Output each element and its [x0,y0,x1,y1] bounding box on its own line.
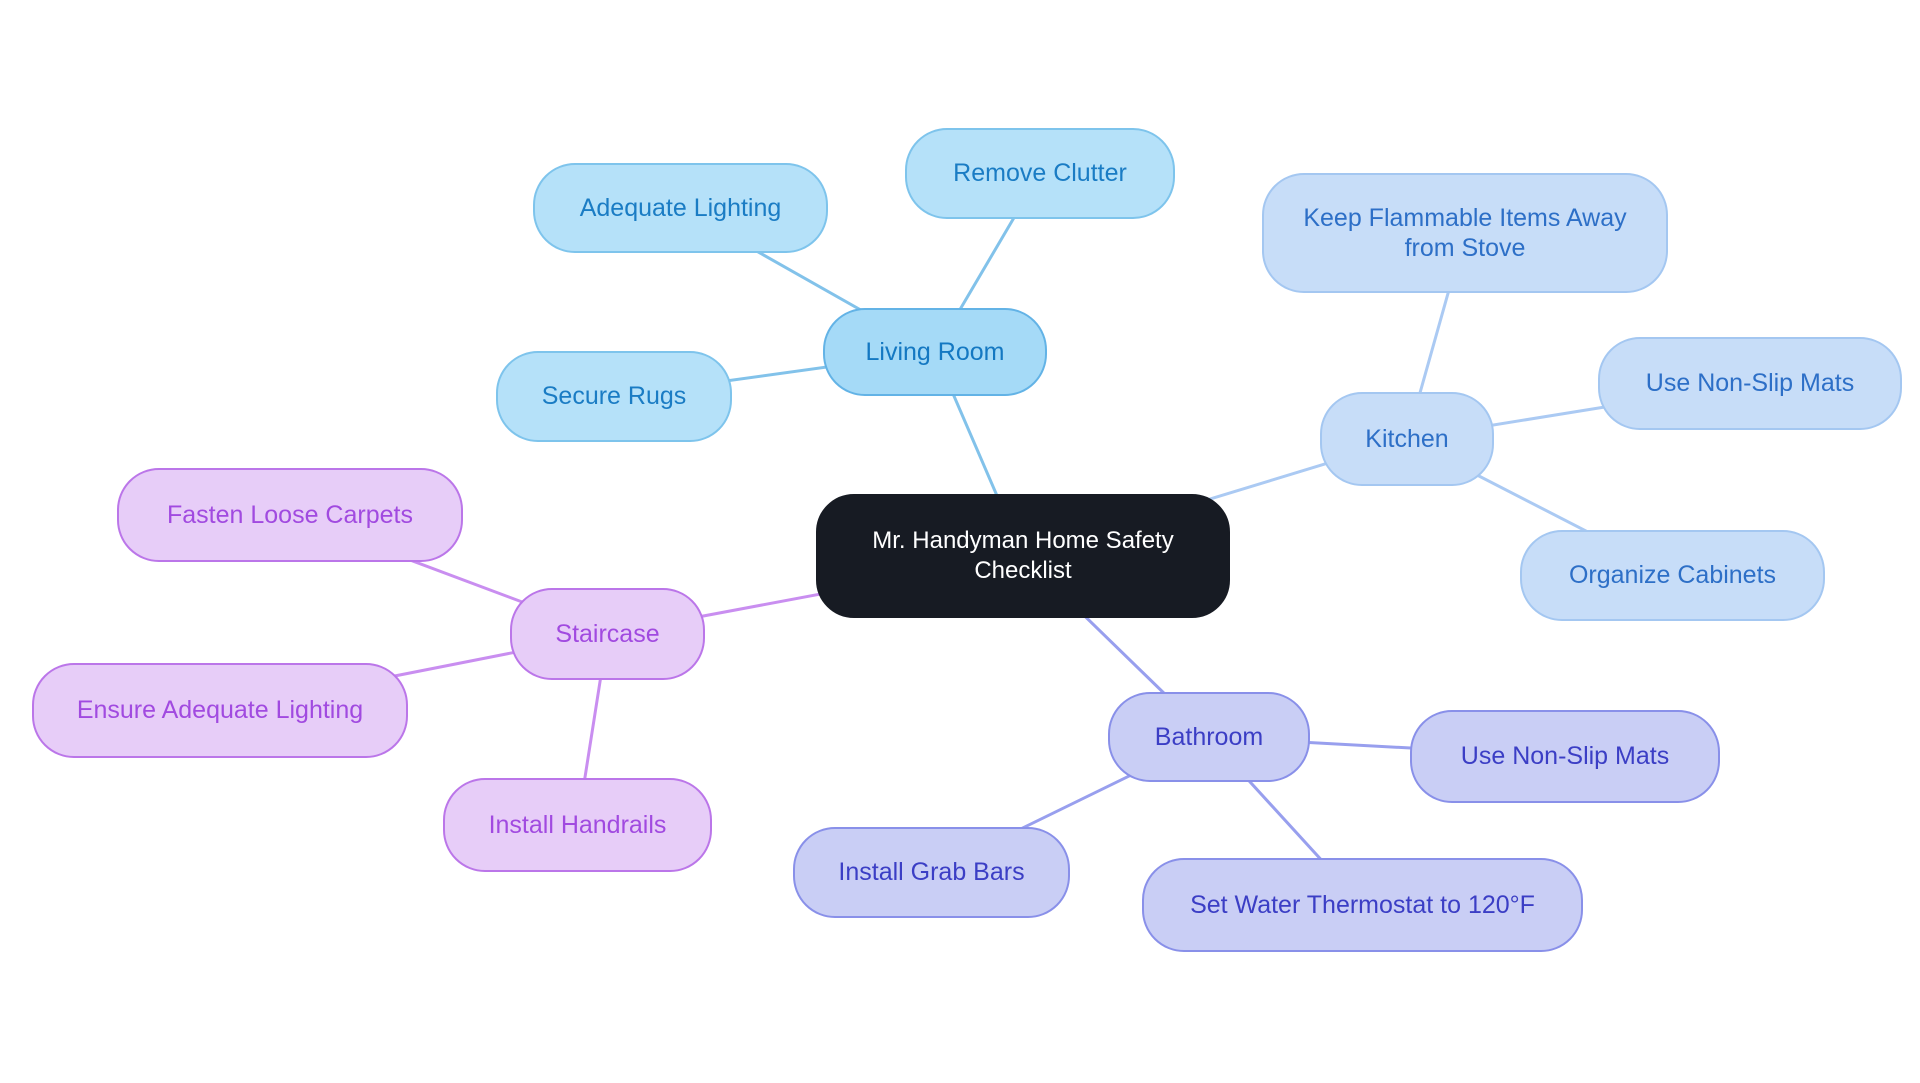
node-label: Living Room [865,337,1005,366]
node-label: Secure Rugs [541,382,687,411]
node-root[interactable]: Mr. Handyman Home Safety Checklist [816,494,1230,618]
node-label: Fasten Loose Carpets [167,500,413,529]
node-label: Mr. Handyman Home Safety Checklist [872,527,1174,584]
node-install-handrails[interactable]: Install Handrails [443,778,712,872]
node-label: Set Water Thermostat to 120°F [1190,890,1535,919]
node-label: Staircase [555,619,660,648]
node-living-room[interactable]: Living Room [823,308,1047,396]
node-kitchen[interactable]: Kitchen [1320,392,1494,486]
node-organize-cabinets[interactable]: Organize Cabinets [1520,530,1825,621]
node-use-non-slip-mats-bathroom[interactable]: Use Non-Slip Mats [1410,710,1720,803]
node-label: Ensure Adequate Lighting [76,696,364,725]
node-label: Install Handrails [488,810,667,839]
node-secure-rugs[interactable]: Secure Rugs [496,351,732,442]
node-use-non-slip-mats-kitchen[interactable]: Use Non-Slip Mats [1598,337,1902,430]
node-staircase[interactable]: Staircase [510,588,705,680]
node-label: Keep Flammable Items Away from Stove [1303,203,1627,263]
node-bathroom[interactable]: Bathroom [1108,692,1310,782]
node-ensure-adequate-lighting[interactable]: Ensure Adequate Lighting [32,663,408,758]
node-label: Bathroom [1154,722,1264,751]
node-label: Organize Cabinets [1568,561,1777,590]
node-label: Use Non-Slip Mats [1645,369,1855,398]
node-label: Use Non-Slip Mats [1460,742,1670,771]
node-keep-flammable-items[interactable]: Keep Flammable Items Away from Stove [1262,173,1668,293]
node-label: Remove Clutter [953,159,1127,188]
node-set-water-thermostat[interactable]: Set Water Thermostat to 120°F [1142,858,1583,952]
node-label: Kitchen [1365,424,1449,453]
node-fasten-loose-carpets[interactable]: Fasten Loose Carpets [117,468,463,562]
node-remove-clutter[interactable]: Remove Clutter [905,128,1175,219]
node-label: Install Grab Bars [838,858,1025,887]
node-adequate-lighting[interactable]: Adequate Lighting [533,163,828,253]
node-label: Adequate Lighting [579,193,782,222]
node-install-grab-bars[interactable]: Install Grab Bars [793,827,1070,918]
